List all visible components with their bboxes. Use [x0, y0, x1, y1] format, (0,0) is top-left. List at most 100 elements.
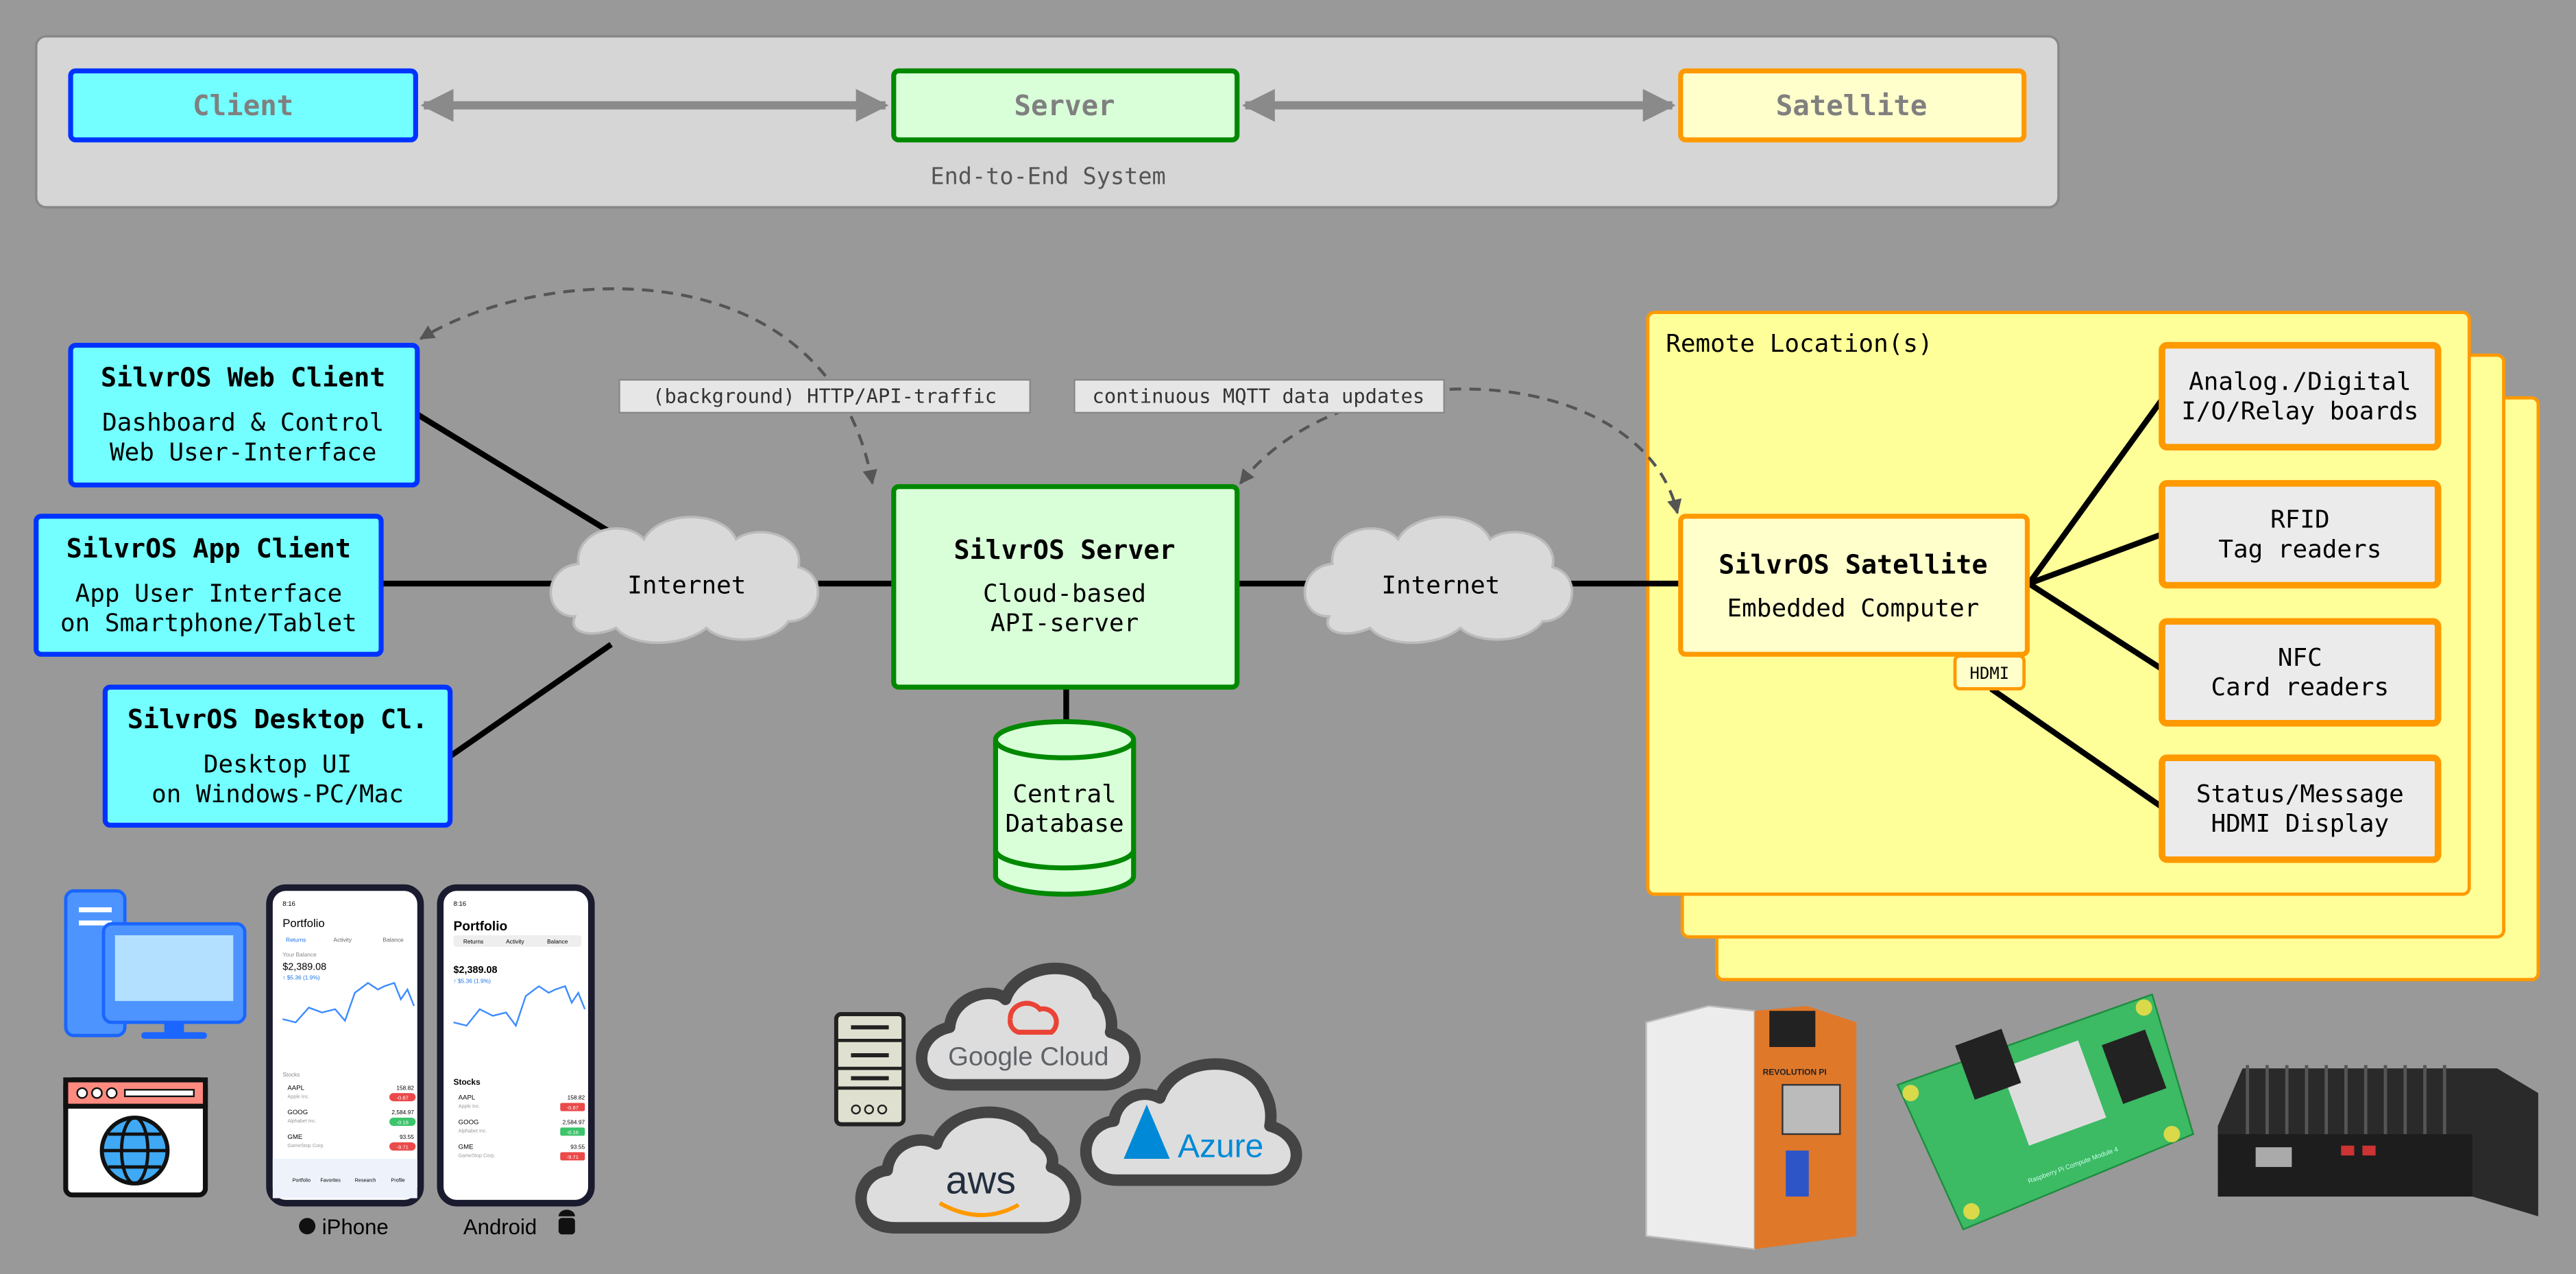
peripheral-line2: I/O/Relay boards	[2181, 397, 2418, 425]
peripheral-line2: Tag readers	[2218, 536, 2381, 564]
phone-tab: Returns	[463, 938, 483, 945]
phone-time: 8:16	[282, 900, 295, 908]
stock-symbol: GME	[287, 1133, 302, 1141]
phone-stocks-label: Stocks	[282, 1071, 300, 1078]
internet-cloud-right: Internet	[1303, 516, 1574, 645]
server-rack-icon	[834, 1012, 906, 1127]
overview-server-label: Server	[1014, 89, 1115, 122]
phone-title: Portfolio	[282, 917, 325, 930]
stock-price: 93.55	[400, 1133, 414, 1140]
http-traffic-label: (background) HTTP/API-traffic	[618, 378, 1031, 414]
web-client-title: SilvrOS Web Client	[101, 363, 385, 394]
stock-price: 158.82	[396, 1084, 414, 1091]
android-label: Android	[463, 1215, 537, 1239]
central-database[interactable]: Central Database	[993, 719, 1137, 897]
svg-text:(background) HTTP/API-traffic: (background) HTTP/API-traffic	[653, 384, 997, 407]
database-line2: Database	[1006, 810, 1124, 838]
phone-time: 8:16	[453, 900, 466, 908]
phone-tab: Activity	[506, 938, 524, 945]
phone-stocks-label: Stocks	[453, 1077, 481, 1087]
desktop-client-line2: on Windows-PC/Mac	[151, 780, 404, 808]
desktop-client-line1: Desktop UI	[204, 751, 352, 779]
stock-delta-badge: -0.16	[396, 1120, 408, 1126]
phone-tab: Balance	[547, 938, 568, 945]
iphone-mockup: 8:16 Portfolio Returns Activity Balance …	[266, 884, 424, 1207]
stock-name: Alphabet Inc.	[287, 1118, 316, 1124]
desktop-client-title: SilvrOS Desktop Cl.	[127, 704, 428, 735]
stock-symbol: GME	[459, 1144, 474, 1151]
web-client-box[interactable]: SilvrOS Web Client Dashboard & Control W…	[68, 342, 420, 488]
stock-name: Alphabet Inc.	[459, 1128, 487, 1134]
desktop-computer-icon	[64, 889, 247, 1039]
stock-symbol: GOOG	[287, 1109, 308, 1116]
web-client-line1: Dashboard & Control	[102, 409, 384, 437]
apple-logo-icon	[299, 1218, 316, 1235]
google-cloud-logo: Google Cloud	[916, 962, 1141, 1091]
phone-tab: Returns	[286, 937, 306, 944]
stock-delta-badge: -9.71	[396, 1144, 408, 1151]
android-logo-icon	[558, 1210, 575, 1235]
phone-nav-item: Profile	[391, 1177, 404, 1183]
peripheral-rfid-readers[interactable]: RFID Tag readers	[2159, 480, 2442, 589]
stock-symbol: AAPL	[459, 1094, 476, 1102]
svg-text:Azure: Azure	[1178, 1129, 1263, 1165]
svg-text:aws: aws	[946, 1158, 1016, 1202]
hdmi-port-tag: HDMI	[1953, 654, 2026, 690]
stock-price: 2,584.97	[563, 1119, 585, 1126]
peripheral-nfc-readers[interactable]: NFC Card readers	[2159, 618, 2442, 727]
overview-panel: Client Server Satellite End-to-End Syste…	[34, 35, 2060, 209]
aws-logo: aws	[855, 1106, 1082, 1234]
phone-title: Portfolio	[453, 920, 507, 934]
overview-satellite-label: Satellite	[1776, 89, 1928, 122]
overview-satellite-box[interactable]: Satellite	[1678, 68, 2027, 143]
overview-client-box[interactable]: Client	[68, 68, 418, 143]
desktop-client-box[interactable]: SilvrOS Desktop Cl. Desktop UI on Window…	[102, 684, 453, 828]
web-client-line2: Web User-Interface	[110, 438, 376, 466]
overview-client-label: Client	[193, 89, 293, 122]
phone-balance: $2,389.08	[282, 961, 326, 972]
phone-nav-item: Portfolio	[293, 1177, 311, 1183]
stock-delta-badge: -0.16	[567, 1129, 579, 1135]
stock-price: 158.82	[568, 1094, 585, 1101]
stock-name: GameStop Corp.	[287, 1142, 324, 1149]
app-client-line1: App User Interface	[75, 579, 342, 608]
stock-delta-badge: -0.87	[567, 1105, 579, 1111]
peripheral-line1: Status/Message	[2196, 780, 2404, 808]
mqtt-traffic-label: continuous MQTT data updates	[1073, 378, 1445, 414]
remote-location-title: Remote Location(s)	[1666, 330, 1932, 358]
internet-cloud-left: Internet	[549, 516, 819, 645]
fanless-box-pc	[2217, 1065, 2538, 1216]
svg-text:REVOLUTION PI: REVOLUTION PI	[1763, 1068, 1827, 1077]
phone-nav-item: Research	[355, 1177, 376, 1183]
peripheral-hdmi-display[interactable]: Status/Message HDMI Display	[2159, 754, 2442, 863]
peripheral-line2: HDMI Display	[2211, 810, 2390, 838]
satellite-box[interactable]: SilvrOS Satellite Embedded Computer	[1678, 514, 2030, 657]
peripheral-line2: Card readers	[2211, 673, 2390, 701]
app-client-box[interactable]: SilvrOS App Client App User Interface on…	[34, 514, 384, 657]
peripheral-line1: RFID	[2270, 506, 2330, 534]
phone-tab: Balance	[382, 937, 404, 944]
stock-name: Apple Inc.	[287, 1093, 309, 1099]
raspberry-pi-cm4-board: Raspberry Pi Compute Module 4	[1896, 993, 2195, 1231]
server-line2: API-server	[991, 610, 1139, 638]
overview-server-box[interactable]: Server	[891, 68, 1240, 143]
stock-symbol: GOOG	[459, 1119, 479, 1127]
stock-delta-badge: -0.87	[396, 1095, 408, 1101]
server-line1: Cloud-based	[983, 579, 1146, 608]
phone-nav-item: Favorites	[320, 1177, 341, 1183]
database-line1: Central	[1012, 780, 1116, 808]
phone-tab: Activity	[334, 937, 352, 944]
phone-change: ↑ $5.36 (1.9%)	[453, 978, 491, 985]
svg-text:HDMI: HDMI	[1970, 664, 2010, 683]
android-mockup: 8:16 Portfolio Returns Activity Balance …	[437, 884, 595, 1207]
overview-caption: End-to-End System	[930, 163, 1165, 190]
peripheral-line1: NFC	[2278, 644, 2322, 672]
server-box[interactable]: SilvrOS Server Cloud-based API-server	[891, 484, 1240, 690]
stock-name: Apple Inc.	[459, 1103, 481, 1109]
phone-change: ↑ $5.36 (1.9%)	[282, 974, 320, 981]
web-browser-globe-icon	[63, 1077, 208, 1198]
peripheral-io-boards[interactable]: Analog./Digital I/O/Relay boards	[2159, 341, 2442, 450]
satellite-title: SilvrOS Satellite	[1718, 550, 1987, 581]
app-client-line2: on Smartphone/Tablet	[60, 610, 357, 638]
